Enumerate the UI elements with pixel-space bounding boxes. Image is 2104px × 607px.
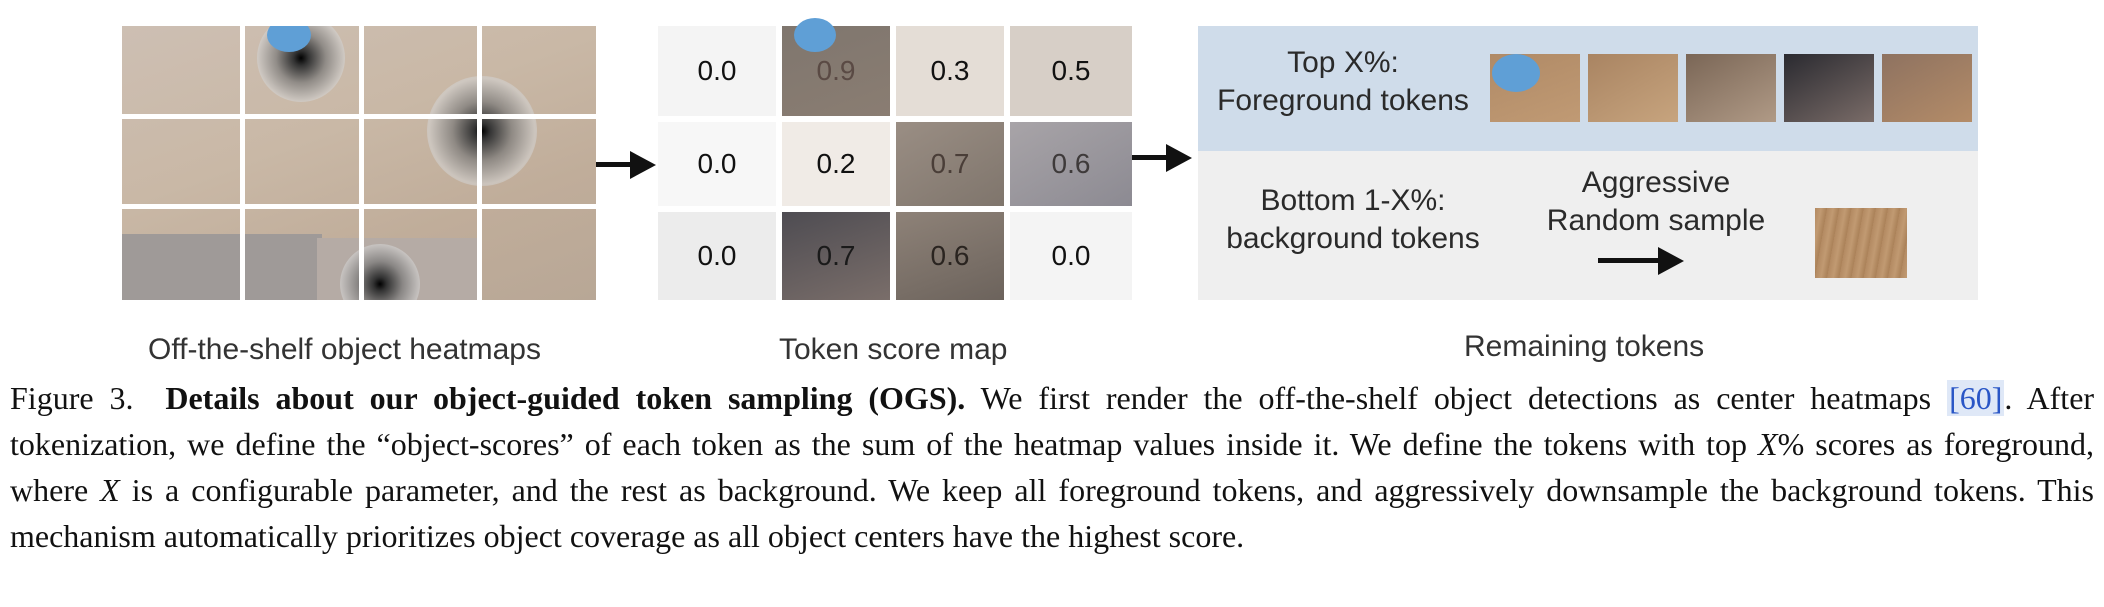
grid-line [122, 114, 596, 119]
percent-sign: % [1777, 426, 1805, 462]
background-label: Bottom 1-X%: background tokens [1198, 182, 1508, 258]
score-map-sublabel: Token score map [779, 333, 1008, 366]
score-cell: 0.6 [1010, 122, 1132, 206]
sampling-label: Aggressive Random sample [1528, 164, 1784, 240]
citation-link[interactable]: [60] [1947, 380, 2005, 416]
score-cell: 0.0 [658, 212, 776, 300]
object-heatmap-image [122, 26, 596, 300]
grid-line [122, 204, 596, 209]
score-cell: 0.7 [896, 122, 1004, 206]
score-cell: 0.2 [782, 122, 890, 206]
blue-object [794, 18, 836, 52]
figure-label: Figure 3. [10, 380, 134, 416]
heatmap-sublabel: Off-the-shelf object heatmaps [148, 333, 541, 366]
foreground-label-line1: Top X%: [1287, 46, 1399, 79]
figure-caption: Figure 3. Details about our object-guide… [10, 375, 2094, 559]
caption-title: Details about our object-guided token sa… [165, 380, 966, 416]
foreground-token-thumb [1882, 54, 1972, 122]
score-cell: 0.7 [782, 212, 890, 300]
foreground-label-line2: Foreground tokens [1217, 84, 1469, 117]
foreground-token-thumb [1686, 54, 1776, 122]
blue-object [267, 26, 311, 52]
caption-text: is a configurable parameter, and the res… [10, 472, 2095, 554]
background-label-line1: Bottom 1-X%: [1260, 184, 1446, 217]
foreground-token-thumb [1588, 54, 1678, 122]
grid-line [359, 26, 364, 300]
remaining-sublabel: Remaining tokens [1464, 330, 1705, 363]
sampling-label-line1: Aggressive [1581, 166, 1731, 199]
grid-line [477, 26, 482, 300]
arrow-shaft [1132, 155, 1170, 160]
score-cell: 0.3 [896, 26, 1004, 116]
math-variable: X [1758, 426, 1778, 462]
score-cell: 0.5 [1010, 26, 1132, 116]
sampling-label-line2: Random sample [1546, 204, 1766, 237]
arrow-shaft [1598, 258, 1662, 263]
foreground-token-thumb [1784, 54, 1874, 122]
heatmap-blob-bottom [340, 244, 420, 300]
score-cell: 0.0 [1010, 212, 1132, 300]
arrow-shaft [596, 162, 634, 167]
arrow-right-icon [630, 151, 656, 179]
dark-object-region [122, 234, 322, 300]
math-variable: X [100, 472, 120, 508]
grid-line [240, 26, 245, 300]
score-cell: 0.0 [658, 26, 776, 116]
score-cell: 0.6 [896, 212, 1004, 300]
caption-text: scores as foreground, where [10, 426, 2095, 508]
foreground-label: Top X%: Foreground tokens [1198, 44, 1488, 120]
caption-text: We first render the off-the-shelf object… [980, 380, 1932, 416]
heatmap-blob-center [427, 76, 537, 186]
caption-text: . After tokenization, we define the “obj… [10, 380, 2095, 462]
token-score-map: 0.0 0.9 0.3 0.5 0.0 0.2 0.7 0.6 0.0 0.7 … [658, 18, 1132, 300]
background-token-thumb [1815, 208, 1907, 278]
foreground-token-thumb [1490, 54, 1580, 122]
arrow-right-icon [1658, 247, 1684, 275]
background-label-line2: background tokens [1226, 222, 1480, 255]
arrow-right-icon [1166, 144, 1192, 172]
score-cell: 0.0 [658, 122, 776, 206]
remaining-tokens-panel: Top X%: Foreground tokens Bottom 1-X%: b… [1198, 26, 1978, 300]
